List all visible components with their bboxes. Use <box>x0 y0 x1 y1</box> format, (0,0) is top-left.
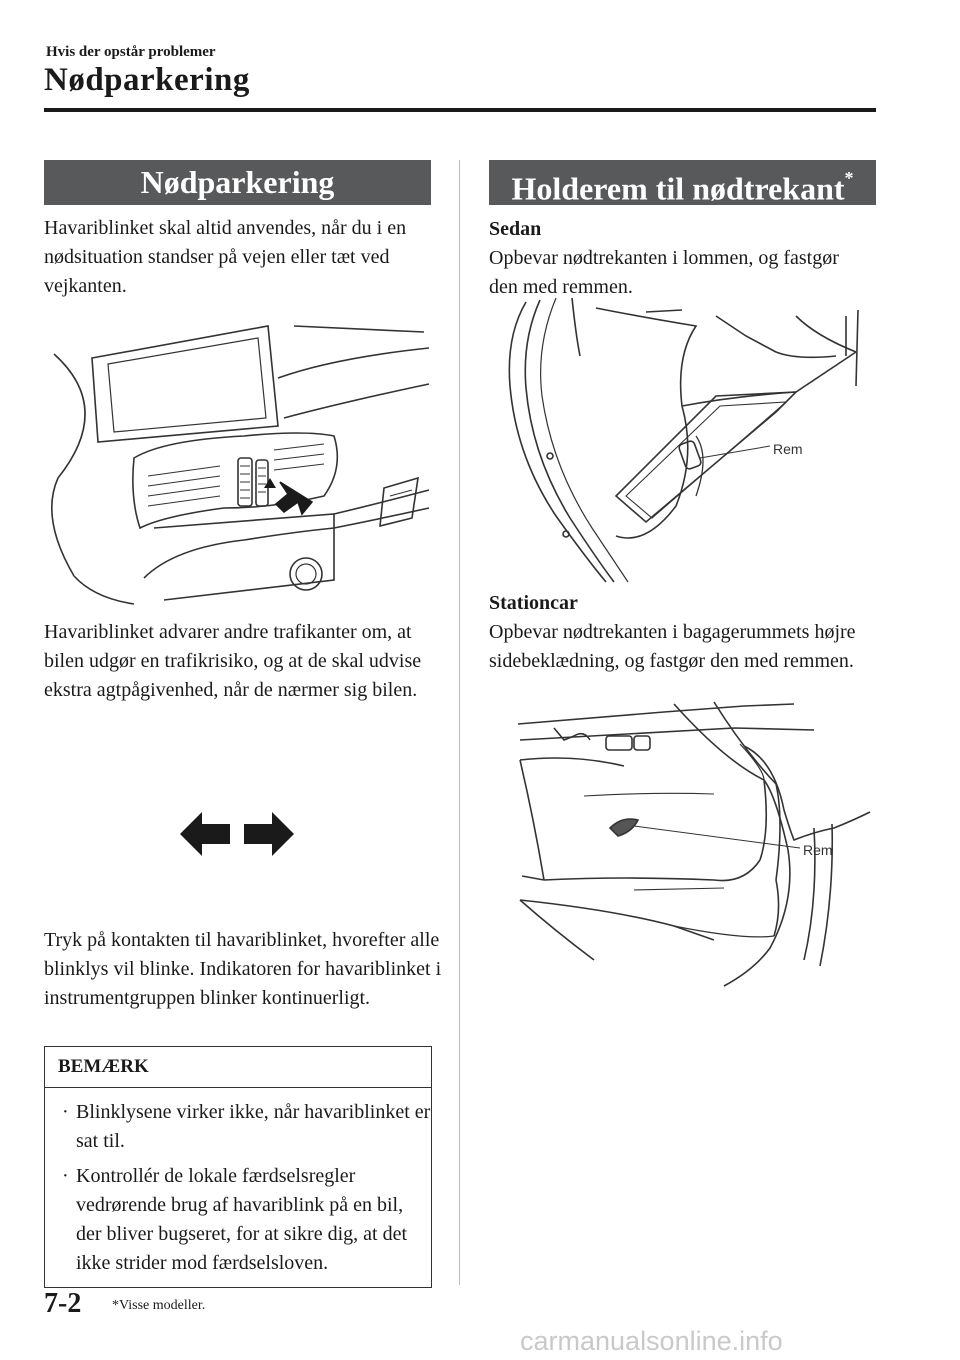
note-item: · Kontrollér de lokale færdselsregler ve… <box>45 1162 431 1278</box>
intro-paragraph: Havariblinket skal altid anvendes, når d… <box>44 217 407 297</box>
footnote-marker: * <box>844 168 854 188</box>
note-box: BEMÆRK · Blinklysene virker ikke, når ha… <box>44 1046 432 1288</box>
sedan-trunk-illustration <box>508 297 859 583</box>
page-title: Nødparkering <box>44 62 250 98</box>
footnote: *Visse modeller. <box>112 1298 206 1313</box>
header-rule <box>44 108 876 112</box>
warning-paragraph: Havariblinket advarer andre trafikanter … <box>44 621 422 701</box>
section-banner-triangle-strap: Holderem til nødtrekant* <box>489 160 876 207</box>
sedan-paragraph: Opbevar nødtrekanten i lommen, og fastgø… <box>489 247 839 298</box>
wagon-strap-callout: Rem <box>803 842 833 858</box>
hazard-switch-illustration <box>50 325 430 605</box>
wagon-heading: Stationcar <box>489 592 578 614</box>
section-banner-label: Nødparkering <box>140 164 335 200</box>
watermark: carmanualsonline.info <box>520 1326 783 1356</box>
note-item: · Blinklysene virker ikke, når havaribli… <box>45 1098 431 1156</box>
wagon-paragraph: Opbevar nødtrekanten i bagagerummets høj… <box>489 621 856 672</box>
column-divider <box>459 160 460 1285</box>
note-item-text: Blinklysene virker ikke, når havariblink… <box>76 1101 431 1152</box>
chapter-label: Hvis der opstår problemer <box>46 44 216 60</box>
page-number: 7-2 <box>44 1288 82 1319</box>
hazard-arrows-icon <box>180 812 294 856</box>
bullet-dot: · <box>62 1165 69 1187</box>
press-switch-paragraph: Tryk på kontakten til havariblinket, hvo… <box>44 929 442 1009</box>
section-banner-emergency-parking: Nødparkering <box>44 160 431 205</box>
sedan-strap-callout: Rem <box>773 441 803 457</box>
note-heading: BEMÆRK <box>45 1047 431 1088</box>
section-banner-label: Holderem til nødtrekant <box>511 170 845 207</box>
bullet-dot: · <box>62 1101 69 1123</box>
sedan-heading: Sedan <box>489 218 542 240</box>
note-item-text: Kontrollér de lokale færdselsregler vedr… <box>76 1165 407 1274</box>
wagon-cargo-illustration <box>517 701 871 987</box>
